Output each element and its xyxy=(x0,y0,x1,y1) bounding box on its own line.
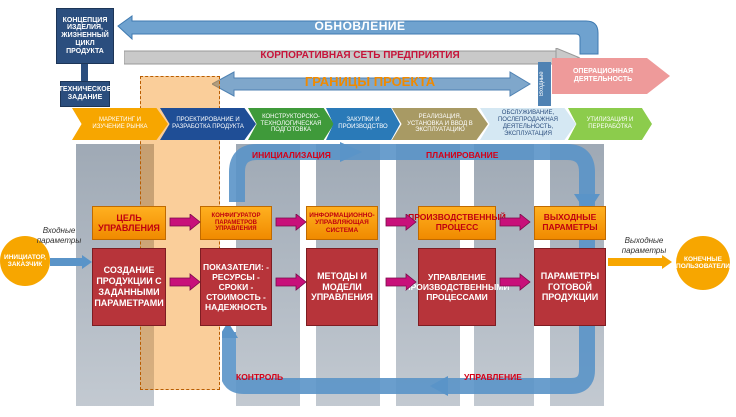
output-params-box: ВЫХОДНЫЕ ПАРАМЕТРЫ xyxy=(534,206,606,240)
management-label: УПРАВЛЕНИЕ xyxy=(464,372,522,382)
flow-arrows xyxy=(169,214,531,291)
planning-label: ПЛАНИРОВАНИЕ xyxy=(426,150,499,160)
indicators-box: ПОКАЗАТЕЛИ: - РЕСУРСЫ - СРОКИ - СТОИМОСТ… xyxy=(200,248,272,326)
concept-to-task-connector xyxy=(81,64,88,81)
control-label: КОНТРОЛЬ xyxy=(236,372,284,382)
stage-recycling: УТИЛИЗАЦИЯ И ПЕРЕРАБОТКА xyxy=(568,108,652,140)
operational-activity-label: ОПЕРАЦИОННАЯ ДЕЯТЕЛЬНОСТЬ xyxy=(572,67,634,83)
stage-service: ОБСЛУЖИВАНИЕ, ПОСЛЕПРОДАЖНАЯ ДЕЯТЕЛЬНОСТ… xyxy=(480,108,576,140)
methods-models-box: МЕТОДЫ И МОДЕЛИ УПРАВЛЕНИЯ xyxy=(306,248,378,326)
project-bounds-arrow xyxy=(212,71,531,97)
finished-product-params-box: ПАРАМЕТРЫ ГОТОВОЙ ПРОДУКЦИИ xyxy=(534,248,606,326)
process-management-box: УПРАВЛЕНИЕ ПРОИЗВОДСТВЕННЫМИ ПРОЦЕССАМИ xyxy=(405,248,509,326)
end-users-circle: КОНЕЧНЫЕ ПОЛЬЗОВАТЕЛИ xyxy=(676,236,730,290)
stage-engineering: КОНСТРУКТОРСКО-ТЕХНОЛОГИЧЕСКАЯ ПОДГОТОВК… xyxy=(248,108,334,140)
stage-procurement: ЗАКУПКИ И ПРОИЗВОДСТВО xyxy=(326,108,400,140)
control-goal-box: ЦЕЛЬ УПРАВЛЕНИЯ xyxy=(92,206,166,240)
production-process-box: ПРОИЗВОДСТВЕННЫЙ ПРОЦЕСС xyxy=(408,206,506,240)
configurator-box: КОНФИГУРАТОР ПАРАМЕТРОВ УПРАВЛЕНИЯ xyxy=(200,206,272,240)
initiator-circle: ИНИЦИАТОР, ЗАКАЗЧИК xyxy=(0,236,50,286)
vertical-connector xyxy=(538,62,551,106)
product-concept-box: КОНЦЕПЦИЯ ИЗДЕЛИЯ, ЖИЗНЕННЫЙ ЦИКЛ ПРОДУК… xyxy=(56,8,114,64)
stage-marketing: МАРКЕТИНГ И ИЗУЧЕНИЕ РЫНКА xyxy=(72,108,168,140)
stage-design: ПРОЕКТИРОВАНИЕ И РАЗРАБОТКА ПРОДУКТА xyxy=(160,108,256,140)
output-params-label: Выходные параметры xyxy=(621,236,667,255)
info-system-box: ИНФОРМАЦИОННО-УПРАВЛЯЮЩАЯ СИСТЕМА xyxy=(306,206,378,240)
stage-implementation: РЕАЛИЗАЦИЯ, УСТАНОВКА И ВВОД В ЭКСПЛУАТА… xyxy=(392,108,488,140)
input-arrow xyxy=(50,255,92,269)
vertical-label: Входные xyxy=(539,71,545,97)
update-arrow xyxy=(117,15,599,55)
corporate-network-label: КОРПОРАТИВНАЯ СЕТЬ ПРЕДПРИЯТИЯ xyxy=(260,50,460,61)
input-params-label: Входные параметры xyxy=(36,226,82,245)
technical-task-box: ТЕХНИЧЕСКОЕ ЗАДАНИЕ xyxy=(59,81,111,107)
update-label: ОБНОВЛЕНИЕ xyxy=(314,19,406,33)
output-arrow xyxy=(608,255,672,269)
project-bounds-label: ГРАНИЦЫ ПРОЕКТА xyxy=(304,74,436,89)
initialization-label: ИНИЦИАЛИЗАЦИЯ xyxy=(252,150,331,160)
operational-activity-arrow xyxy=(552,58,670,94)
product-creation-box: СОЗДАНИЕ ПРОДУКЦИИ С ЗАДАННЫМИ ПАРАМЕТРА… xyxy=(92,248,166,326)
